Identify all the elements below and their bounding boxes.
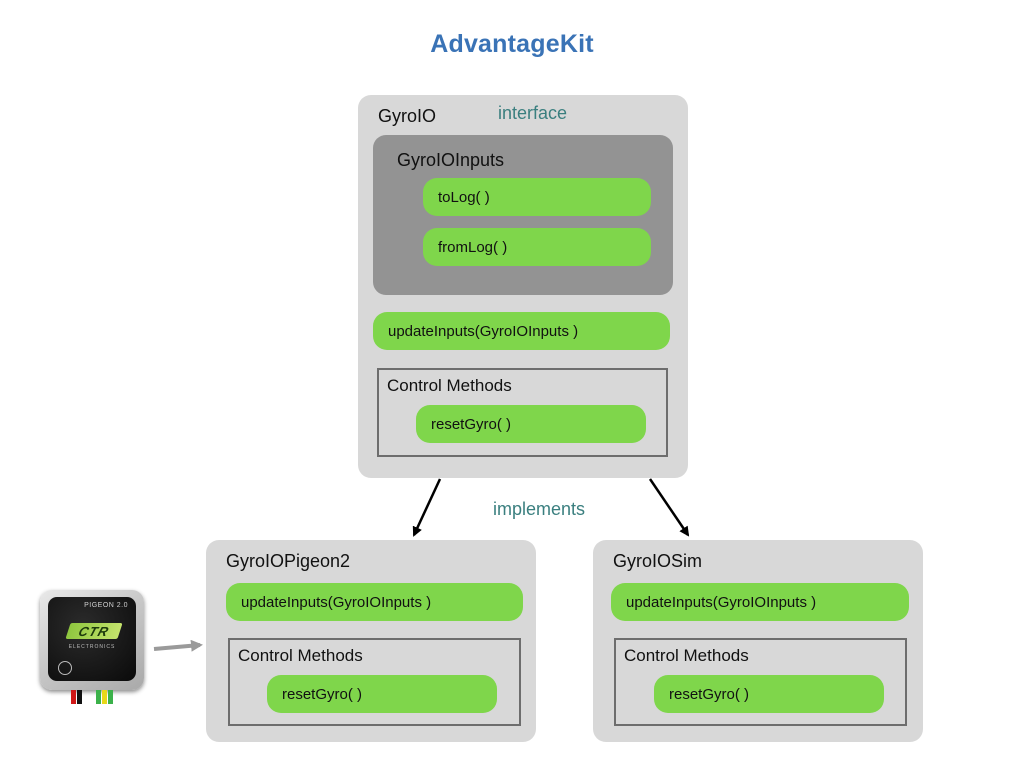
gyroio-reset-gyro-method: resetGyro( ) [416, 405, 646, 443]
pigeon2-panel: GyroIOPigeon2 updateInputs(GyroIOInputs … [206, 540, 536, 742]
to-log-label: toLog( ) [438, 188, 490, 206]
from-log-label: fromLog( ) [438, 238, 508, 256]
axis-icon [58, 661, 72, 675]
ctr-logo-text: CTR [76, 623, 112, 639]
pigeon2-update-inputs-label: updateInputs(GyroIOInputs ) [241, 593, 432, 611]
sim-reset-gyro-label: resetGyro( ) [669, 685, 750, 703]
gyroio-panel: GyroIO interface GyroIOInputs toLog( ) f… [358, 95, 688, 478]
wire-yellow [102, 690, 107, 704]
gyroio-title: GyroIO [378, 106, 437, 126]
gyroio-inputs-title: GyroIOInputs [397, 150, 505, 170]
gyroio-control-methods-box: Control Methods resetGyro( ) [377, 368, 668, 457]
pigeon2-reset-gyro-label: resetGyro( ) [282, 685, 363, 703]
interface-tag: interface [498, 103, 568, 123]
device-arrow [153, 639, 203, 652]
sim-update-inputs-label: updateInputs(GyroIOInputs ) [626, 593, 817, 611]
sim-title: GyroIOSim [613, 551, 703, 571]
device-maker-text: ELECTRONICS [68, 644, 116, 650]
arrow-to-sim [648, 478, 690, 537]
wire-black [77, 690, 82, 704]
wire-red [71, 690, 76, 704]
pigeon2-update-inputs-method: updateInputs(GyroIOInputs ) [226, 583, 523, 621]
pigeon2-control-methods-box: Control Methods resetGyro( ) [228, 638, 521, 726]
pigeon2-device-image: PIGEON 2.0 CTR ELECTRONICS [40, 590, 144, 690]
arrow-to-pigeon2 [412, 478, 442, 537]
wire-green-2 [108, 690, 113, 704]
gyroio-reset-gyro-label: resetGyro( ) [431, 415, 512, 433]
gyroio-update-inputs-method: updateInputs(GyroIOInputs ) [373, 312, 670, 350]
implements-label: implements [493, 499, 586, 519]
gyroio-control-methods-title: Control Methods [387, 376, 512, 395]
sim-panel: GyroIOSim updateInputs(GyroIOInputs ) Co… [593, 540, 923, 742]
sim-reset-gyro-method: resetGyro( ) [654, 675, 884, 713]
from-log-method: fromLog( ) [423, 228, 651, 266]
gyroio-update-inputs-label: updateInputs(GyroIOInputs ) [388, 322, 579, 340]
pigeon2-title: GyroIOPigeon2 [226, 551, 351, 571]
pigeon2-reset-gyro-method: resetGyro( ) [267, 675, 497, 713]
sim-update-inputs-method: updateInputs(GyroIOInputs ) [611, 583, 909, 621]
sim-control-methods-box: Control Methods resetGyro( ) [614, 638, 907, 726]
pigeon2-control-methods-title: Control Methods [238, 646, 363, 665]
pigeon2-device-face: PIGEON 2.0 CTR ELECTRONICS [48, 597, 136, 681]
gyroio-inputs-panel: GyroIOInputs toLog( ) fromLog( ) [373, 135, 673, 295]
wire-green [96, 690, 101, 704]
device-model-text: PIGEON 2.0 [84, 602, 128, 609]
diagram-title: AdvantageKit [430, 30, 594, 58]
ctr-logo: CTR [65, 623, 123, 639]
to-log-method: toLog( ) [423, 178, 651, 216]
sim-control-methods-title: Control Methods [624, 646, 749, 665]
